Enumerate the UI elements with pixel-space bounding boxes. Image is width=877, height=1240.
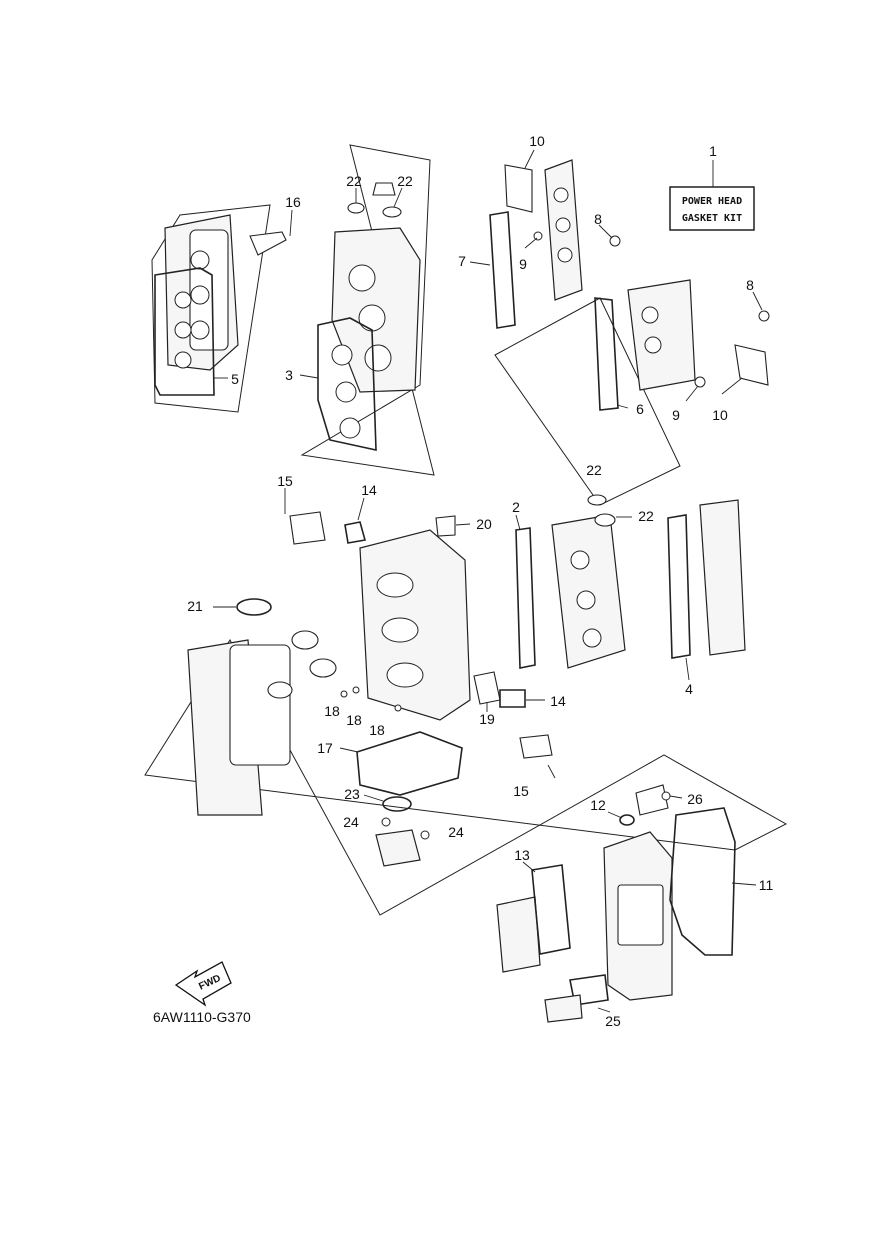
gasket-7 [489, 211, 516, 329]
callout-17: 17 [317, 740, 333, 756]
callout-15-lower: 15 [513, 783, 529, 799]
lower-gaskets [339, 731, 463, 867]
top-cylinder-head-frame [300, 144, 435, 476]
callout-26: 26 [687, 791, 703, 807]
callout-14-lower: 14 [550, 693, 566, 709]
callout-8-lower: 8 [746, 277, 754, 293]
callout-18-right: 18 [369, 722, 385, 738]
callout-9-lower: 9 [672, 407, 680, 423]
callout-4: 4 [685, 681, 693, 697]
upper-intake-manifold [469, 149, 621, 329]
callout-2: 2 [512, 499, 520, 515]
gasket-13 [531, 864, 571, 955]
gasket-3 [317, 317, 377, 451]
kit-box-line1: POWER HEAD [682, 196, 742, 207]
gasket-6 [594, 297, 619, 411]
cylinder-block [284, 488, 556, 779]
callout-22-right-lower: 22 [638, 508, 654, 524]
callout-24-left: 24 [343, 814, 359, 830]
callout-6: 6 [636, 401, 644, 417]
kit-box-line2: GASKET KIT [682, 213, 742, 224]
right-cylinder-head [515, 494, 746, 681]
callout-21: 21 [187, 598, 203, 614]
callout-8-upper: 8 [594, 211, 602, 227]
power-head-gasket-kit-box: POWER HEAD GASKET KIT [669, 160, 755, 231]
callout-23: 23 [344, 786, 360, 802]
center-cylinder-head [299, 182, 421, 451]
crankcase-cover [496, 784, 757, 1023]
callout-3: 3 [285, 367, 293, 383]
callout-10-upper: 10 [529, 133, 545, 149]
drawing-code: 6AW1110-G370 [153, 1009, 251, 1025]
callout-numbers: 1 2 3 4 5 6 7 8 8 9 9 10 10 11 12 13 14 … [187, 133, 773, 1029]
left-cylinder-head [154, 209, 293, 396]
callout-25: 25 [605, 1013, 621, 1029]
fwd-arrow: FWD [174, 961, 232, 1007]
callout-12: 12 [590, 797, 606, 813]
callout-11: 11 [759, 877, 774, 893]
callout-22-right-upper: 22 [586, 462, 602, 478]
callout-22-top-left: 22 [346, 173, 362, 189]
callout-7: 7 [458, 253, 466, 269]
gasket-17 [356, 731, 463, 796]
lower-intake-manifold [594, 279, 770, 411]
callout-20: 20 [476, 516, 492, 532]
callout-16: 16 [285, 194, 301, 210]
callout-18-middle: 18 [346, 712, 362, 728]
callout-9-upper: 9 [519, 256, 527, 272]
callout-5: 5 [231, 371, 239, 387]
gasket-11 [669, 807, 736, 956]
callout-14-upper: 14 [361, 482, 377, 498]
callout-22-top-right: 22 [397, 173, 413, 189]
gasket-2 [515, 527, 536, 669]
gasket-5 [154, 267, 215, 396]
right-manifold-frame [494, 297, 681, 506]
callout-24-right: 24 [448, 824, 464, 840]
crankshaft-assembly [187, 598, 337, 816]
callout-18-left: 18 [324, 703, 340, 719]
callout-19: 19 [479, 711, 495, 727]
gasket-4 [667, 514, 691, 659]
callout-13: 13 [514, 847, 530, 863]
callout-10-lower: 10 [712, 407, 728, 423]
callout-15-upper: 15 [277, 473, 293, 489]
callout-1: 1 [709, 143, 717, 159]
